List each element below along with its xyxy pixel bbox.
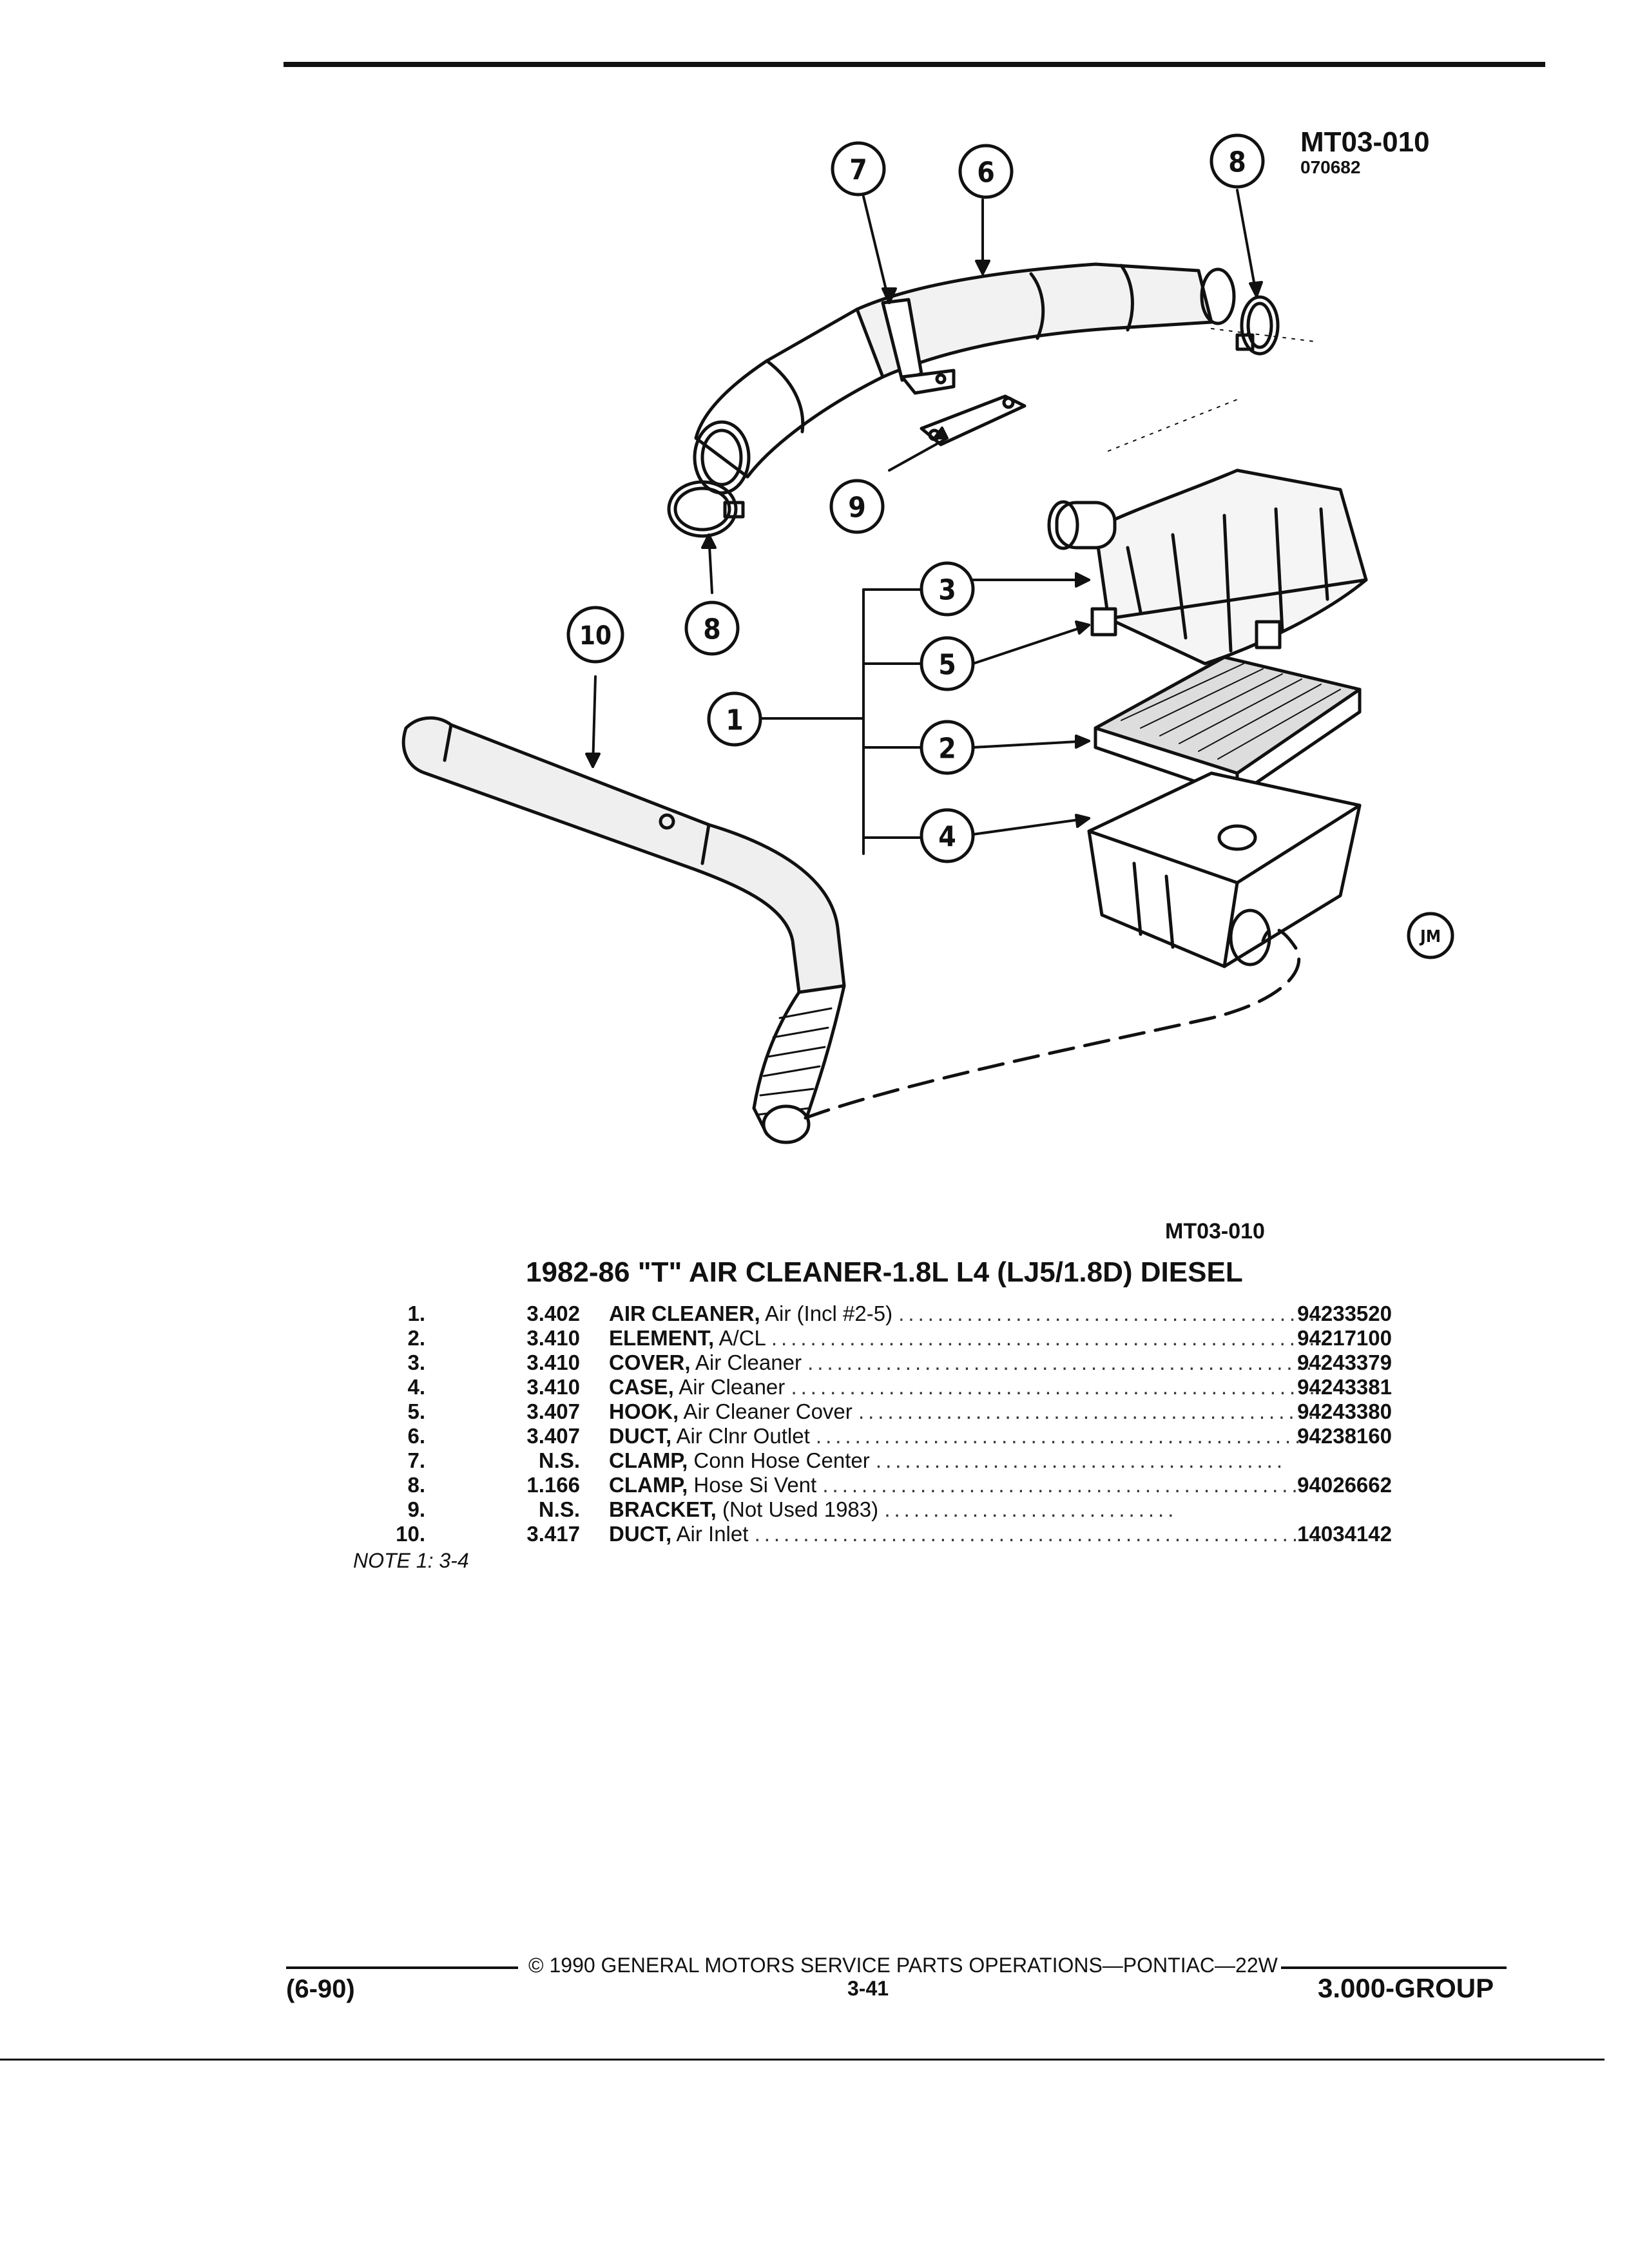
outlet-duct-drawing xyxy=(693,262,1236,495)
center-clamp-drawing xyxy=(881,298,956,395)
parts-row: 7. N.S. CLAMP, Conn Hose Center ........… xyxy=(348,1448,1392,1473)
parts-row: 4. 3.410 CASE, Air Cleaner .............… xyxy=(348,1375,1392,1399)
item-number: 3. xyxy=(407,1350,425,1374)
callout-8-lower-circle xyxy=(684,601,740,656)
vent-hose-route xyxy=(804,927,1301,1120)
page-number: 3-41 xyxy=(847,1977,889,2000)
item-number: 9. xyxy=(407,1497,425,1521)
callout-2: 2 xyxy=(938,733,956,765)
group-number: N.S. xyxy=(538,1497,580,1521)
exploded-view-diagram: 7 6 8 9 8 10 3 5 1 2 4 JM xyxy=(401,133,1454,1144)
parts-row: 9. N.S. BRACKET, (Not Used 1983) .......… xyxy=(348,1497,1392,1522)
footer-rule-right xyxy=(1281,1966,1507,1969)
item-number: 8. xyxy=(407,1473,425,1497)
group-number: 3.407 xyxy=(526,1399,580,1423)
callout-8-circle xyxy=(1210,133,1265,189)
callout-9-circle xyxy=(829,479,885,534)
reference-date: 070682 xyxy=(1300,157,1361,177)
item-description: DUCT, Air Inlet ........................… xyxy=(609,1522,1318,1546)
hose-clamp-drawing xyxy=(667,295,1280,538)
copyright-line: © 1990 GENERAL MOTORS SERVICE PARTS OPER… xyxy=(528,1954,1278,1977)
group-number: 3.410 xyxy=(526,1326,580,1350)
item-description: ELEMENT, A/CL ..........................… xyxy=(609,1326,1318,1350)
item-number: 2. xyxy=(407,1326,425,1350)
item-number: 5. xyxy=(407,1399,425,1423)
item-description: COVER, Air Cleaner .....................… xyxy=(609,1350,1318,1374)
callout-5-circle xyxy=(920,636,975,691)
item-description: CLAMP, Conn Hose Center ................… xyxy=(609,1448,1286,1472)
callout-4: 4 xyxy=(938,821,956,854)
callout-7: 7 xyxy=(849,154,867,187)
callout-7-circle xyxy=(831,141,886,197)
figure-label: MT03-010 xyxy=(1165,1219,1265,1244)
group-number: 3.410 xyxy=(526,1350,580,1374)
item-description: BRACKET, (Not Used 1983) ...............… xyxy=(609,1497,1178,1521)
parts-row: 5. 3.407 HOOK, Air Cleaner Cover .......… xyxy=(348,1399,1392,1424)
group-label: 3.000-GROUP xyxy=(1318,1973,1494,2003)
parts-row: 2. 3.410 ELEMENT, A/CL .................… xyxy=(348,1326,1392,1350)
callout-10: 10 xyxy=(579,621,612,651)
callout-6: 6 xyxy=(977,157,995,189)
callout-1: 1 xyxy=(726,704,744,737)
callout-8: 8 xyxy=(1228,146,1246,179)
parts-row: 1. 3.402 AIR CLEANER, Air (Incl #2-5) ..… xyxy=(348,1302,1392,1326)
part-number: 94217100 xyxy=(1297,1326,1392,1350)
parts-list: 1. 3.402 AIR CLEANER, Air (Incl #2-5) ..… xyxy=(348,1302,1392,1546)
air-cleaner-cover-drawing xyxy=(1047,468,1368,666)
group-number: 3.402 xyxy=(526,1302,580,1325)
callout-1-circle xyxy=(707,691,762,747)
item-description: AIR CLEANER, Air (Incl #2-5) ...........… xyxy=(609,1302,1318,1325)
part-number: 14034142 xyxy=(1297,1522,1392,1546)
section-title: 1982-86 "T" AIR CLEANER-1.8L L4 (LJ5/1.8… xyxy=(526,1256,1243,1288)
item-number: 6. xyxy=(407,1424,425,1448)
part-number: 94238160 xyxy=(1297,1424,1392,1448)
part-number: 94243381 xyxy=(1297,1375,1392,1399)
air-cleaner-case-drawing xyxy=(1087,771,1362,968)
callout-4-circle xyxy=(920,808,975,863)
item-number: 4. xyxy=(407,1375,425,1399)
header-rule xyxy=(284,62,1545,67)
part-number: 94243380 xyxy=(1297,1399,1392,1423)
parts-row: 3. 3.410 COVER, Air Cleaner ............… xyxy=(348,1350,1392,1375)
part-number: 94243379 xyxy=(1297,1350,1392,1374)
group-number: 3.410 xyxy=(526,1375,580,1399)
item-description: CASE, Air Cleaner ......................… xyxy=(609,1375,1318,1399)
item-number: 1. xyxy=(407,1302,425,1325)
hook-drawing xyxy=(1090,607,1117,637)
callout-10-circle xyxy=(566,606,624,664)
group-number: 3.417 xyxy=(526,1522,580,1546)
leader-lines xyxy=(585,189,1263,855)
air-cleaner-element-drawing xyxy=(1094,655,1362,798)
parts-row: 10. 3.417 DUCT, Air Inlet ..............… xyxy=(348,1522,1392,1546)
callout-9: 9 xyxy=(848,492,866,524)
item-description: HOOK, Air Cleaner Cover ................… xyxy=(609,1399,1318,1423)
callout-6-circle xyxy=(958,144,1014,199)
group-number: 1.166 xyxy=(526,1473,580,1497)
jm-tag: JM xyxy=(1419,927,1441,947)
note: NOTE 1: 3-4 xyxy=(353,1549,469,1572)
group-number: 3.407 xyxy=(526,1424,580,1448)
part-number: 94026662 xyxy=(1297,1473,1392,1497)
item-description: CLAMP, Hose Si Vent ....................… xyxy=(609,1473,1302,1497)
callout-2-circle xyxy=(920,720,975,775)
callout-8-lower: 8 xyxy=(703,613,721,646)
bottom-rule xyxy=(0,2059,1605,2061)
group-number: N.S. xyxy=(538,1448,580,1472)
callout-5: 5 xyxy=(938,649,956,682)
callout-3-circle xyxy=(920,561,975,617)
footer-rule-left xyxy=(286,1966,518,1969)
part-number: 94233520 xyxy=(1297,1302,1392,1325)
item-number: 7. xyxy=(407,1448,425,1472)
item-number: 10. xyxy=(396,1522,425,1546)
revision-date: (6-90) xyxy=(286,1975,355,2003)
callout-3: 3 xyxy=(938,574,956,607)
reference-code: MT03-010 xyxy=(1300,126,1430,158)
parts-row: 8. 1.166 CLAMP, Hose Si Vent ...........… xyxy=(348,1473,1392,1497)
parts-row: 6. 3.407 DUCT, Air Clnr Outlet .........… xyxy=(348,1424,1392,1448)
jm-tag-circle xyxy=(1407,912,1454,959)
inlet-duct-drawing xyxy=(401,716,846,1144)
item-description: DUCT, Air Clnr Outlet ..................… xyxy=(609,1424,1305,1448)
